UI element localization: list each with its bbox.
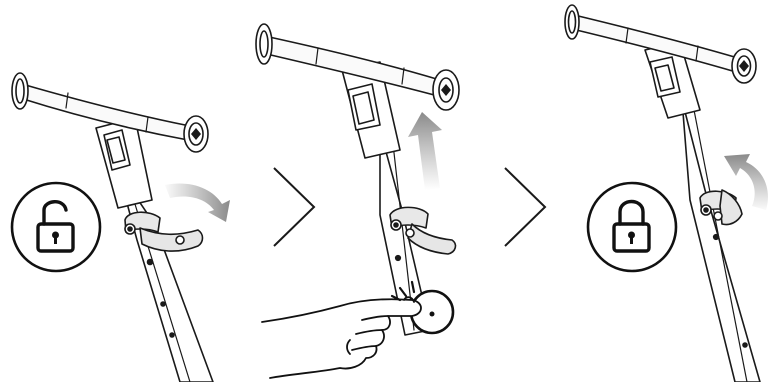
finger-press-icon <box>262 282 453 378</box>
unlocked-padlock-icon <box>12 183 100 271</box>
step-3-lock <box>565 5 760 382</box>
locked-padlock-icon <box>588 183 676 271</box>
scooter-stem-tube <box>682 100 760 382</box>
chevron-right-icon <box>274 168 314 246</box>
curved-arrow-down-icon <box>165 184 230 222</box>
arrow-up-icon <box>408 112 442 190</box>
chevron-right-icon <box>505 168 545 246</box>
